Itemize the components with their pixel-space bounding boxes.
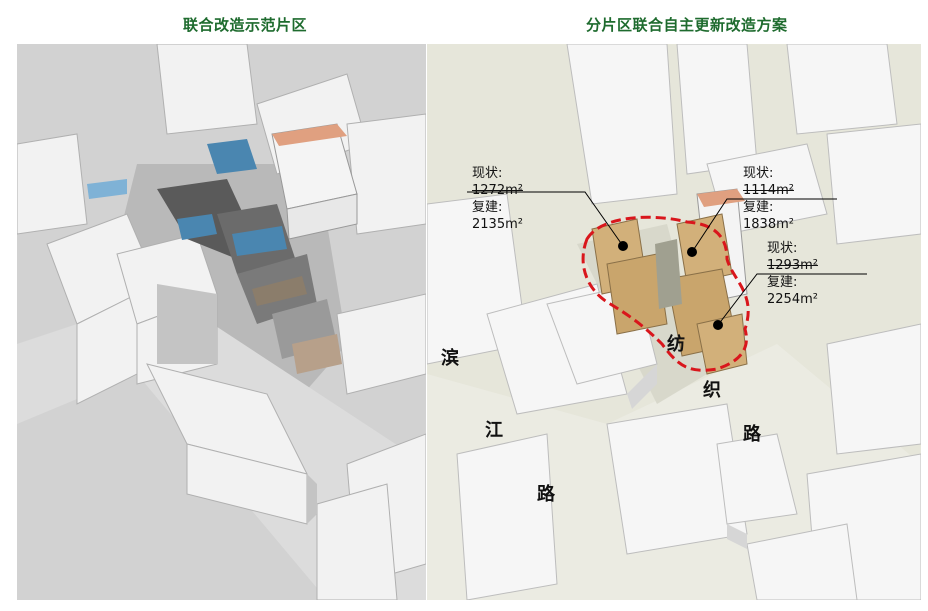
- leader-line: [691, 198, 837, 253]
- status-area: 1272m²: [472, 183, 523, 198]
- rebuild-label: 复建:: [767, 275, 798, 290]
- road-label-fangzhi-3: 路: [743, 424, 761, 445]
- right-aerial-render: 现状: 1272m² 复建: 2135m² 现状: 1114m² 复建: 183…: [427, 44, 921, 600]
- status-label: 现状:: [743, 166, 774, 181]
- road-label-fangzhi-2: 织: [703, 380, 721, 401]
- left-aerial-render: [17, 44, 426, 600]
- rebuild-label: 复建:: [743, 200, 774, 215]
- area-annotation-3: 现状: 1293m² 复建: 2254m²: [767, 240, 818, 308]
- leader-line: [717, 273, 867, 326]
- status-area: 1114m²: [743, 183, 794, 198]
- rebuild-area: 2254m²: [767, 292, 818, 307]
- area-annotation-1: 现状: 1272m² 复建: 2135m²: [472, 165, 523, 233]
- tower-building: [271, 123, 358, 240]
- status-area: 1293m²: [767, 258, 818, 273]
- rebuild-area: 1838m²: [743, 217, 794, 232]
- road-label-binjiang-1: 滨: [441, 348, 459, 369]
- rebuild-area: 2135m²: [472, 217, 523, 232]
- rebuild-label: 复建:: [472, 200, 503, 215]
- right-panel-title: 分片区联合自主更新改造方案: [586, 16, 788, 34]
- status-label: 现状:: [472, 166, 503, 181]
- area-annotation-2: 现状: 1114m² 复建: 1838m²: [743, 165, 794, 233]
- left-panel-title: 联合改造示范片区: [183, 16, 308, 34]
- road-label-binjiang-2: 江: [485, 420, 503, 441]
- old-building-cluster: [87, 139, 342, 374]
- leader-line: [467, 191, 624, 247]
- road-label-binjiang-3: 路: [537, 484, 555, 505]
- road-label-fangzhi-1: 纺: [667, 334, 685, 355]
- status-label: 现状:: [767, 241, 798, 256]
- redevelopment-boundary: [581, 215, 750, 372]
